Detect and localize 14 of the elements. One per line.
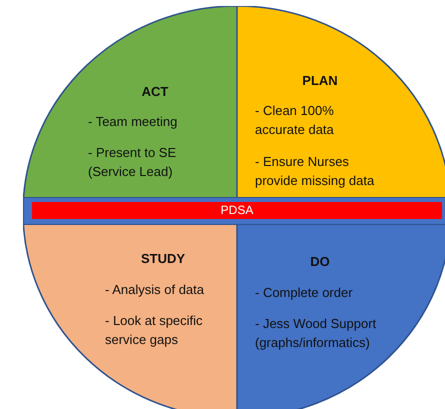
bullet-text: - Jess Wood Support (graphs/informatics) — [255, 315, 378, 352]
bullet-text: - Team meeting — [88, 113, 178, 131]
quadrant-heading: DO — [309, 253, 331, 271]
bullet-text: - Ensure Nurses provide missing data — [255, 153, 376, 190]
bullet-text: - Present to SE (Service Lead) — [88, 144, 178, 181]
quadrant-heading: PLAN — [301, 72, 339, 90]
bullet-text: - Clean 100% accurate data — [255, 102, 335, 139]
divider-band — [23, 197, 445, 225]
title-banner: PDSA — [32, 202, 442, 219]
bullet-text: - Complete order — [255, 284, 354, 302]
bullet-text: - Analysis of data — [105, 281, 205, 299]
quadrant-heading: STUDY — [140, 250, 186, 268]
bullet-text: - Look at specific service gaps — [105, 312, 204, 349]
quadrant-heading: ACT — [140, 83, 170, 101]
